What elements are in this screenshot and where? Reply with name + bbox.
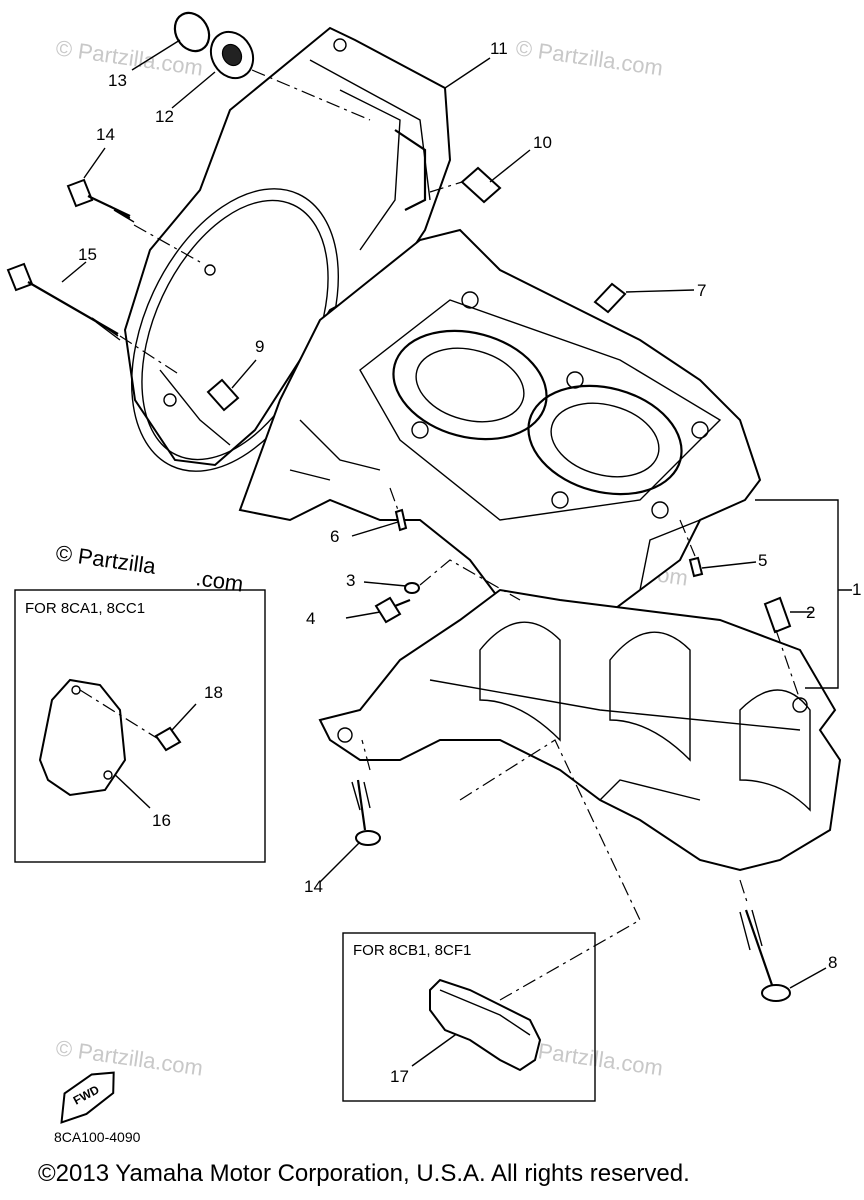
callout-12: 12 [155, 107, 174, 126]
cover-plate-part [38, 678, 127, 797]
copyright-notice: ©2013 Yamaha Motor Corporation, U.S.A. A… [38, 1160, 690, 1187]
assembly-bracket [755, 499, 852, 689]
callout-8: 8 [828, 953, 837, 972]
watermark-center-left-b: .com [194, 565, 245, 596]
bolt-part-top [66, 178, 135, 223]
callout-13: 13 [108, 71, 127, 90]
watermark-top-left: © Partzilla.com [54, 35, 204, 80]
callout-14-top: 14 [96, 125, 115, 144]
callouts: 13 12 11 10 14 15 7 9 6 5 3 1 2 4 18 16 … [78, 39, 861, 1086]
callout-18: 18 [204, 683, 223, 702]
callout-6: 6 [330, 527, 339, 546]
callout-17: 17 [390, 1067, 409, 1086]
watermark-center-left-a: © Partzilla [54, 540, 158, 579]
variant-box-left: FOR 8CA1, 8CC1 [14, 589, 266, 863]
bolt-part-lower [351, 779, 381, 846]
variant-box-right: FOR 8CB1, 8CF1 [342, 932, 596, 1102]
variant-box-left-label: FOR 8CA1, 8CC1 [25, 600, 145, 617]
lower-crankcase-part [318, 588, 842, 872]
long-bolt-part-lower [739, 909, 791, 1002]
pin-part-right [688, 556, 704, 578]
long-bolt-part [6, 262, 121, 341]
stud-part [593, 282, 627, 314]
circlip-part [173, 11, 211, 53]
drawing-code: 8CA100-4090 [54, 1129, 141, 1145]
nut-part [154, 726, 182, 752]
dowel-pin-part [460, 166, 502, 204]
small-parts [6, 11, 792, 1002]
callout-3: 3 [346, 571, 355, 590]
bolt-part-small [374, 596, 411, 624]
callout-7: 7 [697, 281, 706, 300]
watermark-top-right: © Partzilla.com [514, 35, 664, 80]
callout-15: 15 [78, 245, 97, 264]
watermark-bottom-left: © Partzilla.com [54, 1035, 204, 1080]
callout-4: 4 [306, 609, 315, 628]
callout-1: 1 [852, 580, 861, 599]
leader-lines [61, 39, 827, 1067]
cover-part [429, 978, 542, 1072]
callout-16: 16 [152, 811, 171, 830]
collar-part [206, 378, 240, 412]
callout-9: 9 [255, 337, 264, 356]
assembly-lines [119, 69, 801, 1001]
washer-part [404, 582, 420, 594]
dowel-part-2 [763, 596, 792, 634]
callout-2: 2 [806, 603, 815, 622]
callout-5: 5 [758, 551, 767, 570]
forward-arrow-icon: FWD [60, 1071, 115, 1124]
callout-14-lower: 14 [304, 877, 323, 896]
pin-part [394, 508, 408, 532]
variant-box-right-label: FOR 8CB1, 8CF1 [353, 942, 471, 959]
callout-11: 11 [490, 39, 508, 58]
callout-10: 10 [533, 133, 552, 152]
